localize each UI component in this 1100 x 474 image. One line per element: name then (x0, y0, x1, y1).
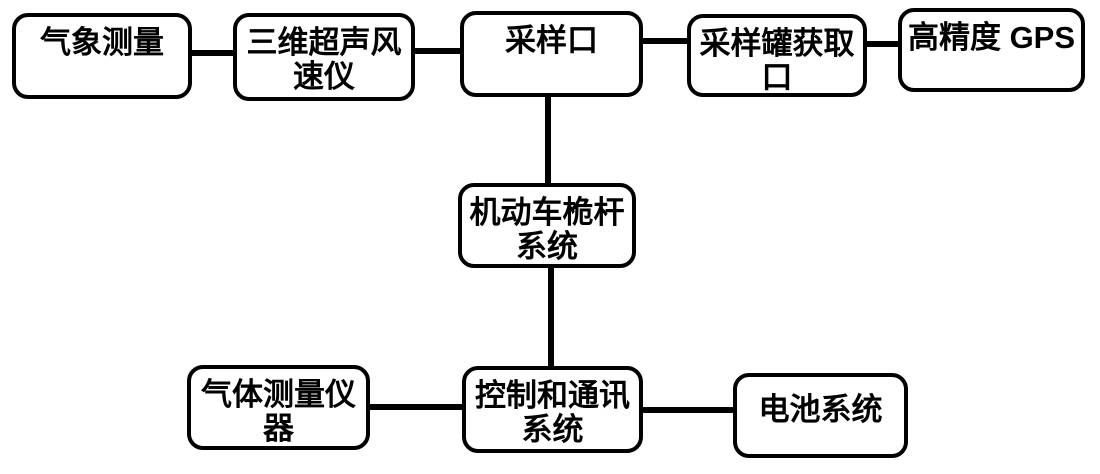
connector-sampling-port-mast (545, 95, 551, 185)
connector-mast-control-comm (548, 266, 554, 368)
node-control-and-communication-system: 控制和通讯 系统 (462, 366, 643, 453)
node-label-line2: 器 (263, 411, 294, 446)
node-label-line1: 采样罐获取 (699, 26, 855, 61)
node-3d-ultrasonic-anemometer: 三维超声风 速仪 (233, 13, 415, 101)
connector-canister-port-gps (865, 41, 900, 47)
node-sampling-port: 采样口 (460, 11, 643, 97)
node-gas-measurement-instrument: 气体测量仪 器 (187, 365, 370, 450)
connector-sampling-port-canister-port (641, 38, 689, 44)
connector-anemometer-sampling-port (414, 48, 462, 54)
node-sampling-canister-acquisition-port: 采样罐获取 口 (687, 14, 867, 97)
node-label-line2: 速仪 (293, 59, 355, 94)
node-label-line1: 三维超声风 (246, 25, 402, 60)
node-label: 高精度 GPS (907, 20, 1076, 55)
node-battery-system: 电池系统 (733, 373, 908, 458)
node-label-line2: 系统 (521, 412, 584, 447)
node-weather-measurement: 气象测量 (12, 13, 192, 99)
node-label: 气象测量 (40, 25, 164, 60)
node-high-precision-gps: 高精度 GPS (898, 8, 1085, 92)
connector-gas-instrument-control-comm (368, 404, 464, 410)
node-label-line1: 机动车桅杆 (469, 195, 625, 230)
node-vehicle-mast-system: 机动车桅杆 系统 (458, 183, 636, 268)
connector-weather-anemometer (192, 50, 233, 56)
node-label-line1: 气体测量仪 (201, 377, 356, 412)
node-label: 采样口 (505, 23, 598, 58)
node-label-line2: 系统 (516, 229, 578, 264)
node-label: 电池系统 (758, 392, 883, 427)
node-label-line2: 口 (761, 60, 793, 95)
node-label-line1: 控制和通讯 (475, 378, 630, 413)
connector-control-comm-battery (641, 407, 735, 413)
